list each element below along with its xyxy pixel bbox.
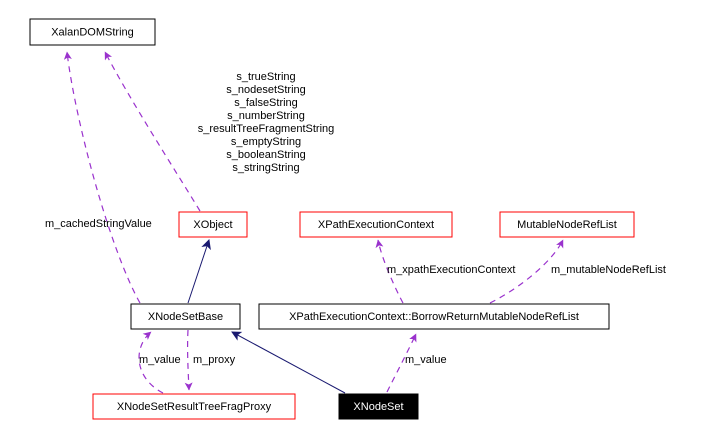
class-node-XObject[interactable]: XObject bbox=[178, 211, 248, 238]
class-node-label: XNodeSetBase bbox=[148, 311, 223, 323]
class-node-box[interactable] bbox=[178, 211, 248, 238]
class-node-label: XNodeSet bbox=[353, 401, 403, 413]
edge-label-borrow-to-mutablenodereflist: m_mutableNodeRefList bbox=[551, 264, 666, 276]
static-member-label: s_resultTreeFragmentString bbox=[198, 123, 335, 135]
class-node-XNodeSet[interactable]: XNodeSet bbox=[338, 393, 419, 420]
edge-xnodesetbase-to-xobject bbox=[187, 239, 211, 304]
class-node-box[interactable] bbox=[258, 303, 610, 330]
class-node-XPathExecutionContext[interactable]: XPathExecutionContext bbox=[299, 211, 453, 238]
edge-label-xnodesetbase-to-proxy: m_proxy bbox=[193, 354, 236, 366]
class-node-label: XalanDOMString bbox=[51, 26, 134, 38]
static-member-label: s_numberString bbox=[227, 110, 305, 122]
class-node-label: MutableNodeRefList bbox=[517, 219, 617, 231]
static-member-label: s_booleanString bbox=[226, 149, 306, 161]
edge-borrow-to-xpathexecutioncontext bbox=[375, 239, 404, 304]
edge-xnodesetbase-to-proxy bbox=[184, 329, 193, 391]
static-member-label: s_falseString bbox=[234, 97, 298, 109]
class-node-XNodeSetResultTreeFragProxy[interactable]: XNodeSetResultTreeFragProxy bbox=[92, 393, 296, 420]
static-member-label: s_stringString bbox=[232, 162, 299, 174]
class-node-MutableNodeRefList[interactable]: MutableNodeRefList bbox=[499, 211, 635, 238]
edge-xnodesetbase-to-xalandomstring bbox=[63, 51, 141, 304]
class-node-label: XNodeSetResultTreeFragProxy bbox=[117, 401, 272, 413]
edge-label-borrow-to-xpathexecutioncontext: m_xpathExecutionContext bbox=[387, 264, 515, 276]
edge-label-xnodesetbase-to-xalandomstring: m_cachedStringValue bbox=[45, 218, 152, 230]
edges-layer bbox=[63, 51, 564, 394]
class-node-label: XObject bbox=[193, 219, 232, 231]
class-node-box[interactable] bbox=[92, 393, 296, 420]
class-node-box[interactable] bbox=[338, 393, 419, 420]
edge-labels-layer: m_cachedStringValue m_value m_proxy m_xpath… bbox=[45, 218, 666, 366]
edge-label-xnodeset-to-borrow: m_value bbox=[405, 354, 447, 366]
edge-xnodeset-to-xnodesetbase bbox=[231, 331, 346, 394]
class-node-label: XPathExecutionContext bbox=[318, 219, 434, 231]
class-node-label: XPathExecutionContext::BorrowReturnMutab… bbox=[289, 311, 579, 323]
class-node-XalanDOMString[interactable]: XalanDOMString bbox=[29, 18, 156, 46]
class-node-box[interactable] bbox=[130, 303, 241, 330]
static-member-label: s_nodesetString bbox=[226, 84, 306, 96]
edge-proxy-to-xnodesetbase bbox=[138, 331, 164, 394]
edge-xobject-to-xalandomstring bbox=[104, 51, 201, 212]
class-node-XNodeSetBase[interactable]: XNodeSetBase bbox=[130, 303, 241, 330]
edge-borrow-to-mutablenodereflist bbox=[489, 239, 564, 304]
class-node-box[interactable] bbox=[299, 211, 453, 238]
edge-label-proxy-to-xnodesetbase: m_value bbox=[139, 354, 181, 366]
static-member-label: s_trueString bbox=[236, 71, 295, 83]
class-node-BorrowReturnMutableNodeRefList[interactable]: XPathExecutionContext::BorrowReturnMutab… bbox=[258, 303, 610, 330]
static-members-list: s_trueStrings_nodesetStrings_falseString… bbox=[198, 71, 335, 174]
edge-xnodeset-to-borrow bbox=[386, 333, 417, 393]
static-member-label: s_emptyString bbox=[231, 136, 301, 148]
class-node-box[interactable] bbox=[499, 211, 635, 238]
class-node-box[interactable] bbox=[29, 18, 156, 46]
